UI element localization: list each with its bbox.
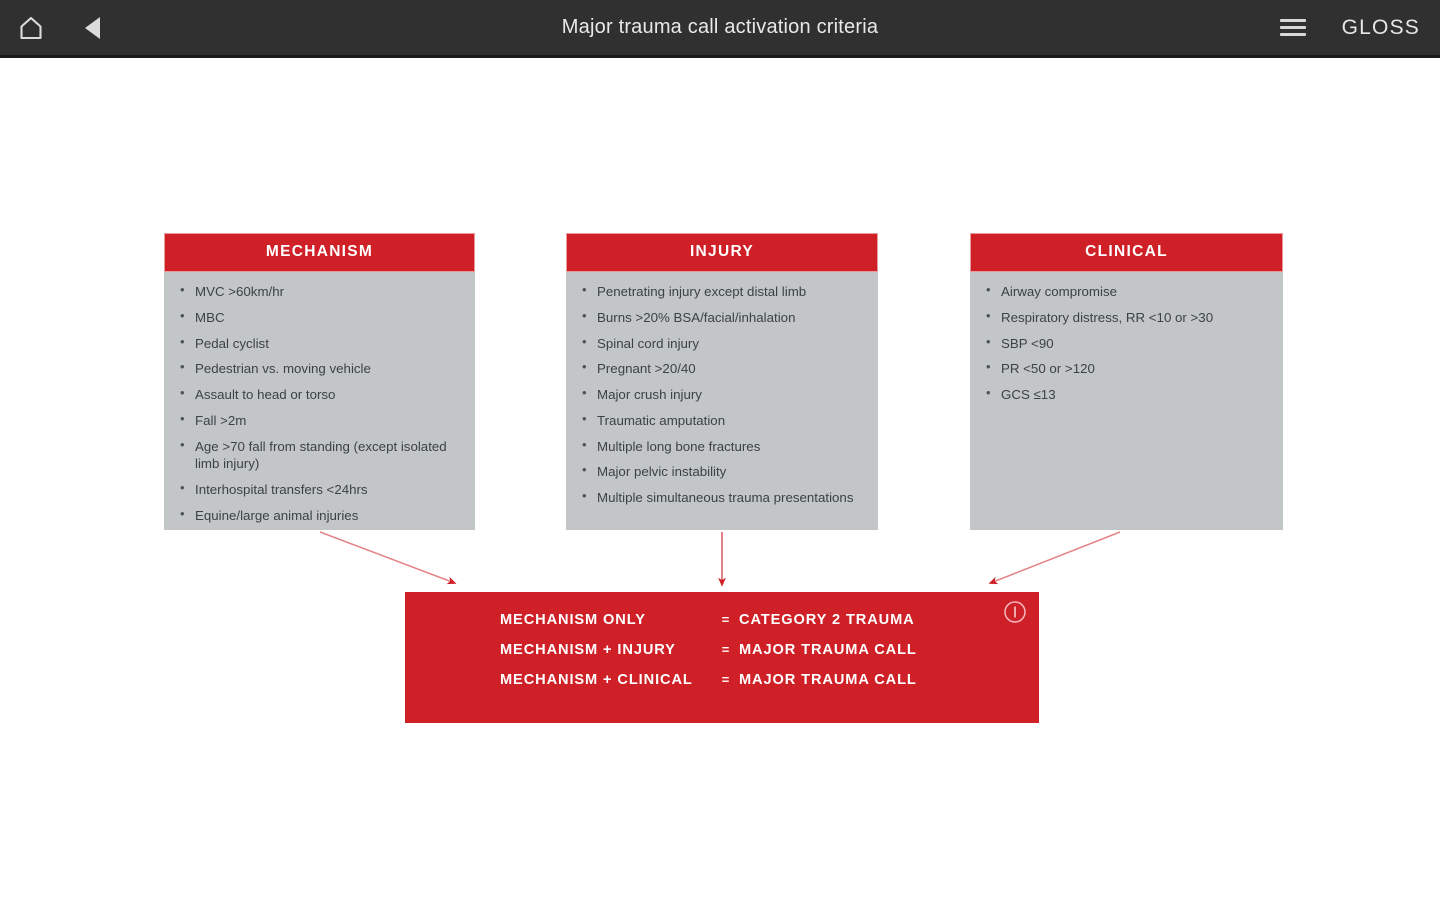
list-item: Pedestrian vs. moving vehicle	[178, 359, 463, 377]
criteria-list-injury: Penetrating injury except distal limb Bu…	[566, 272, 878, 529]
list-item: Airway compromise	[984, 282, 1271, 300]
result-condition: MECHANISM + CLINICAL	[500, 672, 693, 688]
list-item: Spinal cord injury	[580, 334, 866, 352]
list-item: SBP <90	[984, 334, 1271, 352]
list-item: Burns >20% BSA/facial/inhalation	[580, 308, 866, 326]
list-item: Major crush injury	[580, 385, 866, 403]
hamburger-line	[1279, 33, 1306, 36]
result-outcome: MAJOR TRAUMA CALL	[739, 672, 917, 688]
result-outcome: CATEGORY 2 TRAUMA	[739, 612, 915, 628]
arrow-clinical-to-result	[988, 531, 1121, 585]
result-equals: =	[721, 612, 731, 627]
criteria-header-injury: INJURY	[566, 233, 878, 272]
list-item: Pedal cyclist	[178, 334, 463, 352]
list-item: Age >70 fall from standing (except isola…	[178, 437, 463, 473]
result-condition: MECHANISM ONLY	[500, 612, 646, 628]
header-left-icon-group	[0, 11, 110, 45]
info-circle-icon[interactable]	[1003, 600, 1027, 624]
list-item: Assault to head or torso	[178, 385, 463, 403]
criteria-box-injury: INJURY Penetrating injury except distal …	[566, 233, 878, 530]
criteria-list-mechanism: MVC >60km/hr MBC Pedal cyclist Pedestria…	[164, 272, 475, 546]
result-summary-box: MECHANISM ONLY = CATEGORY 2 TRAUMA MECHA…	[405, 592, 1039, 723]
result-equals: =	[721, 672, 731, 687]
criteria-header-mechanism: MECHANISM	[164, 233, 475, 272]
table-row: MECHANISM + CLINICAL = MAJOR TRAUMA CALL	[500, 672, 917, 688]
criteria-list-clinical: Airway compromise Respiratory distress, …	[970, 272, 1283, 426]
back-triangle-icon[interactable]	[76, 11, 110, 45]
result-outcome: MAJOR TRAUMA CALL	[739, 642, 917, 658]
list-item: Traumatic amputation	[580, 411, 866, 429]
arrow-mechanism-to-result	[319, 531, 457, 585]
list-item: Pregnant >20/40	[580, 359, 866, 377]
criteria-box-mechanism: MECHANISM MVC >60km/hr MBC Pedal cyclist…	[164, 233, 475, 530]
table-row: MECHANISM + INJURY = MAJOR TRAUMA CALL	[500, 642, 917, 658]
list-item: Fall >2m	[178, 411, 463, 429]
hamburger-line	[1279, 19, 1306, 22]
list-item: Penetrating injury except distal limb	[580, 282, 866, 300]
list-item: GCS ≤13	[984, 385, 1271, 403]
result-condition: MECHANISM + INJURY	[500, 642, 676, 658]
list-item: Multiple simultaneous trauma presentatio…	[580, 488, 866, 506]
table-row: MECHANISM ONLY = CATEGORY 2 TRAUMA	[500, 612, 917, 628]
list-item: Major pelvic instability	[580, 462, 866, 480]
diagram-canvas: MECHANISM MVC >60km/hr MBC Pedal cyclist…	[0, 58, 1440, 900]
list-item: MVC >60km/hr	[178, 282, 463, 300]
result-rows: MECHANISM ONLY = CATEGORY 2 TRAUMA MECHA…	[500, 612, 917, 702]
list-item: Equine/large animal injuries	[178, 506, 463, 524]
header-right-icon-group: GLOSS	[1279, 0, 1420, 55]
list-item: MBC	[178, 308, 463, 326]
criteria-box-clinical: CLINICAL Airway compromise Respiratory d…	[970, 233, 1283, 530]
app-header-bar: Major trauma call activation criteria GL…	[0, 0, 1440, 58]
criteria-header-clinical: CLINICAL	[970, 233, 1283, 272]
list-item: Multiple long bone fractures	[580, 437, 866, 455]
gloss-button[interactable]: GLOSS	[1341, 15, 1420, 39]
list-item: Respiratory distress, RR <10 or >30	[984, 308, 1271, 326]
result-equals: =	[721, 642, 731, 657]
connector-arrows	[319, 531, 1121, 587]
list-item: Interhospital transfers <24hrs	[178, 480, 463, 498]
page-title: Major trauma call activation criteria	[561, 16, 879, 38]
hamburger-line	[1279, 26, 1306, 29]
hamburger-menu-icon[interactable]	[1279, 19, 1306, 36]
home-icon[interactable]	[14, 11, 48, 45]
list-item: PR <50 or >120	[984, 359, 1271, 377]
